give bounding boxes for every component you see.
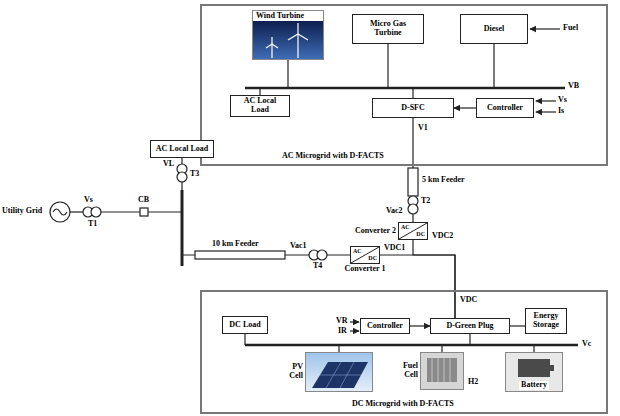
node-label: DC xyxy=(368,255,377,262)
panel-title: AC Microgrid with D-FACTS xyxy=(282,152,384,161)
signal-label: H2 xyxy=(468,378,478,387)
component-box: Micro Gas Turbine xyxy=(352,14,424,44)
panel-title: DC Microgrid with D-FACTS xyxy=(352,400,454,409)
battery-picture xyxy=(506,353,562,391)
node-label: AC Local Load xyxy=(156,145,208,154)
microgrid-panel: AC Microgrid with D-FACTS Wind TurbineMic… xyxy=(200,4,608,166)
signal-label: VR xyxy=(336,317,348,326)
connector-wire xyxy=(510,325,525,326)
component-box: Energy Storage xyxy=(525,308,567,334)
node-label: Fuel Cell xyxy=(392,362,418,380)
signal-label: VDC xyxy=(460,296,477,305)
feeder-5km xyxy=(408,168,418,214)
connector-wire xyxy=(413,240,455,318)
signal-label: Vac2 xyxy=(386,207,403,216)
node-label: Wind Turbine xyxy=(255,12,305,21)
node-label: DC Load xyxy=(229,321,260,330)
node-label: DC xyxy=(416,231,425,238)
node-label: Battery xyxy=(519,381,549,390)
signal-label: Vc xyxy=(582,340,591,349)
converter-box: Converter 1ACDC xyxy=(350,246,380,264)
connector-wire xyxy=(410,325,430,326)
fuel-cell-picture xyxy=(421,353,463,389)
node-label: D-SFC xyxy=(401,104,425,113)
node-label: AC xyxy=(401,224,410,231)
signal-label: V1 xyxy=(418,124,428,133)
node-label: Converter 2 xyxy=(355,227,396,236)
grid-bus xyxy=(177,158,187,266)
component-box: D-Green Plug xyxy=(430,318,510,334)
signal-label: T4 xyxy=(313,262,322,271)
wind-turbine-picture xyxy=(253,21,323,59)
signal-label: T3 xyxy=(190,170,199,179)
microgrid-panel: DC Microgrid with D-FACTS DC Load Controll… xyxy=(200,290,608,414)
node-label: PV Cell xyxy=(277,363,303,381)
signal-label: 5 km Feeder xyxy=(422,176,465,185)
node-label: AC xyxy=(353,248,362,255)
node-label: Energy Storage xyxy=(529,312,563,330)
signal-label: Is xyxy=(558,107,564,116)
signal-label: VB xyxy=(568,82,579,91)
component-picture: Wind Turbine xyxy=(252,10,324,60)
connector-wire xyxy=(454,107,476,108)
signal-label: IR xyxy=(338,327,347,336)
component-picture: Battery xyxy=(505,352,563,392)
converter-box: Converter 2ACDC xyxy=(398,222,428,240)
component-box: AC Local Load xyxy=(230,95,290,117)
node-label: AC Local Load xyxy=(234,97,286,115)
node-label: Controller xyxy=(367,322,403,331)
component-box: Controller xyxy=(360,318,410,334)
signal-label: VDC1 xyxy=(384,244,405,253)
node-label: D-Green Plug xyxy=(446,322,493,331)
component-picture: Fuel Cell xyxy=(420,352,464,390)
component-box: D-SFC xyxy=(372,98,454,118)
connector-wire xyxy=(380,255,455,318)
signal-label: Vac1 xyxy=(290,242,307,251)
signal-label: 10 km Feeder xyxy=(212,240,259,249)
node-label: Controller xyxy=(487,104,523,113)
feeder-line xyxy=(182,250,350,260)
signal-label: VDC2 xyxy=(432,232,453,241)
component-box: AC Local Load xyxy=(150,140,214,158)
component-box: Controller xyxy=(476,98,534,118)
node-label: Micro Gas Turbine xyxy=(356,20,420,38)
signal-label: T2 xyxy=(421,197,430,206)
signal-label: T1 xyxy=(88,220,97,229)
signal-label: Vs xyxy=(558,96,567,105)
component-picture: PV Cell xyxy=(305,352,373,392)
pv-cell-picture xyxy=(306,353,372,391)
node-label: Diesel xyxy=(484,25,504,34)
signal-label: CB xyxy=(138,196,149,205)
signal-label: Fuel xyxy=(563,24,578,33)
component-box: Diesel xyxy=(460,14,528,44)
signal-label: VL xyxy=(163,160,174,169)
node-label: Converter 1 xyxy=(345,265,386,274)
signal-label: Vs xyxy=(84,196,93,205)
component-box: DC Load xyxy=(222,316,268,334)
signal-label: Utility Grid xyxy=(2,207,42,216)
utility-source xyxy=(50,202,182,222)
